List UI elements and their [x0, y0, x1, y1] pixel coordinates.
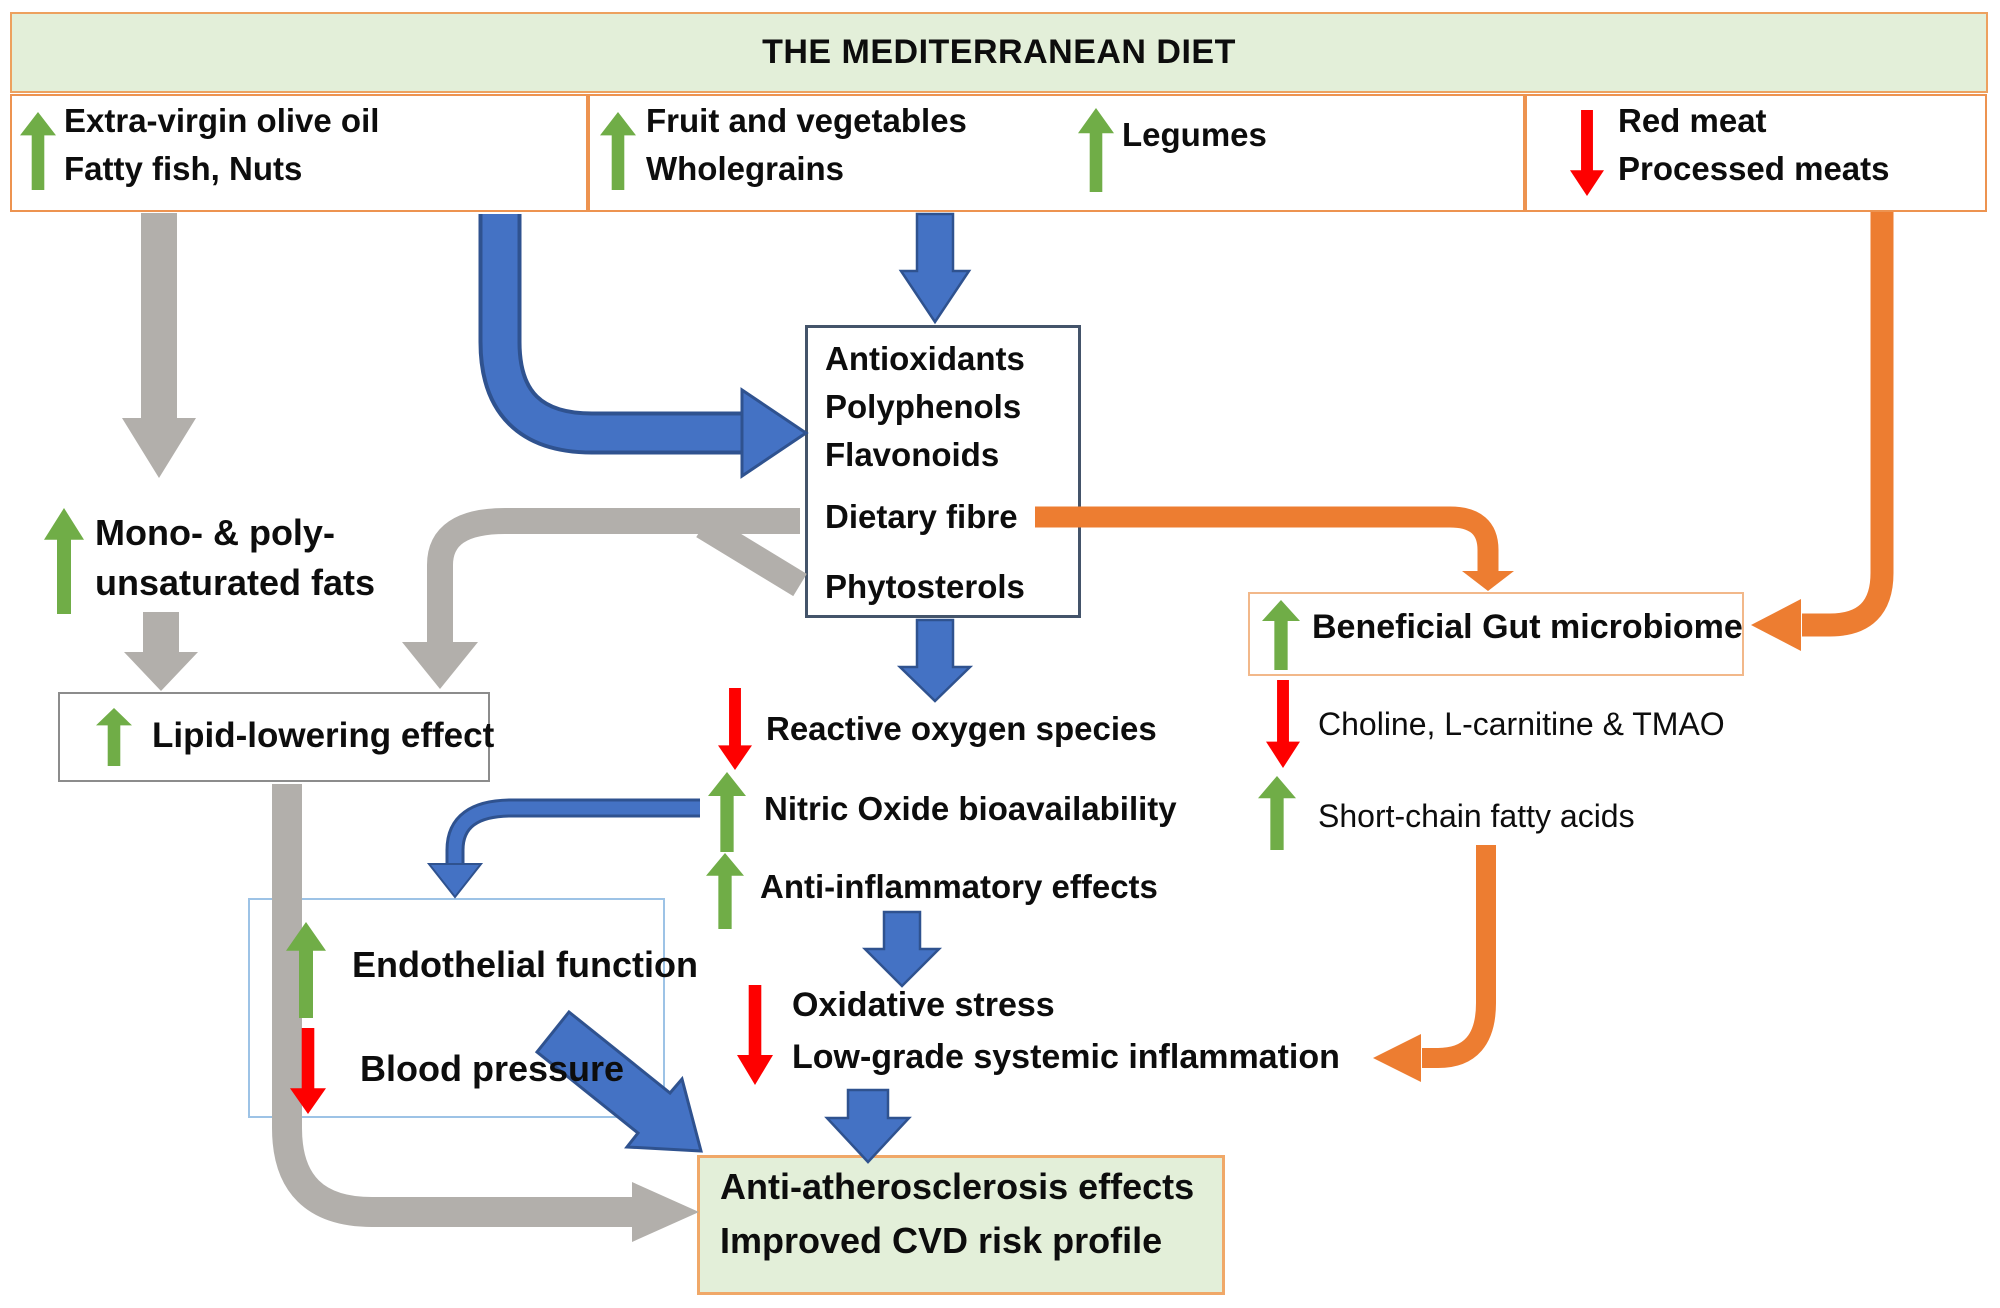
label-antioxidants: Antioxidants [825, 340, 1025, 377]
label-lipid-lowering: Lipid-lowering effect [152, 716, 495, 755]
arrow-fruit-to-phytochemicals [898, 212, 972, 325]
label-anti-inflammatory: Anti-inflammatory effects [760, 868, 1158, 905]
up-arrow-icon [286, 922, 326, 1018]
up-arrow-icon [96, 708, 132, 766]
label-nitric-oxide: Nitric Oxide bioavailability [764, 790, 1177, 827]
label-blood-pressure: Blood pressure [360, 1048, 625, 1089]
label-polyphenols: Polyphenols [825, 388, 1022, 425]
label-cvd-risk-profile: Improved CVD risk profile [720, 1220, 1163, 1261]
label-olive-oil: Extra-virgin olive oil [64, 102, 380, 139]
label-phytosterols: Phytosterols [825, 568, 1025, 605]
title-banner: THE MEDITERRANEAN DIET [10, 12, 1988, 93]
up-arrow-icon [20, 112, 56, 190]
label-choline-tmao: Choline, L-carnitine & TMAO [1318, 706, 1725, 742]
down-arrow-icon [1570, 110, 1604, 196]
gut-microbiome-box [1248, 592, 1744, 676]
food-box-red-meat [1525, 94, 1987, 212]
arrow-phytochemicals-to-ros [896, 618, 974, 703]
down-arrow-icon [737, 985, 773, 1085]
up-arrow-icon [600, 112, 636, 190]
label-short-chain-fatty-acids: Short-chain fatty acids [1318, 798, 1635, 834]
up-arrow-icon [706, 853, 744, 929]
label-oxidative-stress: Oxidative stress [792, 986, 1055, 1024]
arrow-antiinflammatory-to-oxidative [861, 910, 943, 988]
label-red-meat: Red meat [1618, 102, 1767, 139]
arrow-oxidative-to-outcome [824, 1088, 912, 1164]
label-endothelial-function: Endothelial function [352, 944, 698, 985]
label-gut-microbiome: Beneficial Gut microbiome [1312, 608, 1743, 646]
label-dietary-fibre: Dietary fibre [825, 498, 1018, 535]
arrow-redmeat-to-gut [1751, 212, 1894, 651]
label-unsaturated-fats: unsaturated fats [95, 562, 376, 603]
label-flavonoids: Flavonoids [825, 436, 1000, 473]
arrow-scfa-to-inflammation [1373, 845, 1496, 1082]
arrow-diet-to-phytochemicals [478, 214, 809, 479]
up-arrow-icon [1258, 776, 1296, 850]
up-arrow-icon [44, 508, 84, 614]
label-mono-poly: Mono- & poly- [95, 512, 335, 553]
label-anti-atherosclerosis: Anti-atherosclerosis effects [720, 1166, 1195, 1207]
outcome-box [697, 1155, 1225, 1295]
label-reactive-oxygen: Reactive oxygen species [766, 710, 1157, 747]
food-box-plants [588, 94, 1525, 212]
label-fatty-fish: Fatty fish, Nuts [64, 150, 303, 187]
label-processed-meats: Processed meats [1618, 150, 1890, 187]
diagram-title: THE MEDITERRANEAN DIET [762, 33, 1236, 71]
down-arrow-icon [290, 1028, 326, 1114]
arrow-olive-to-fats [122, 213, 196, 478]
label-systemic-inflammation: Low-grade systemic inflammation [792, 1038, 1340, 1076]
up-arrow-icon [1262, 600, 1300, 670]
label-wholegrains: Wholegrains [646, 150, 845, 187]
arrow-fibre-to-gut [1035, 506, 1514, 591]
arrow-nitricoxide-to-endothelial [426, 798, 700, 899]
up-arrow-icon [708, 772, 746, 852]
lipid-lowering-box [58, 692, 490, 782]
arrow-fats-to-lipid [124, 612, 198, 691]
down-arrow-icon [1266, 680, 1300, 768]
food-box-olive-fish-nuts [10, 94, 588, 212]
down-arrow-icon [718, 688, 752, 770]
up-arrow-icon [1078, 108, 1114, 192]
label-fruit-veg: Fruit and vegetables [646, 102, 967, 139]
label-legumes: Legumes [1122, 116, 1267, 153]
arrow-fibre-to-lipid [402, 508, 807, 689]
